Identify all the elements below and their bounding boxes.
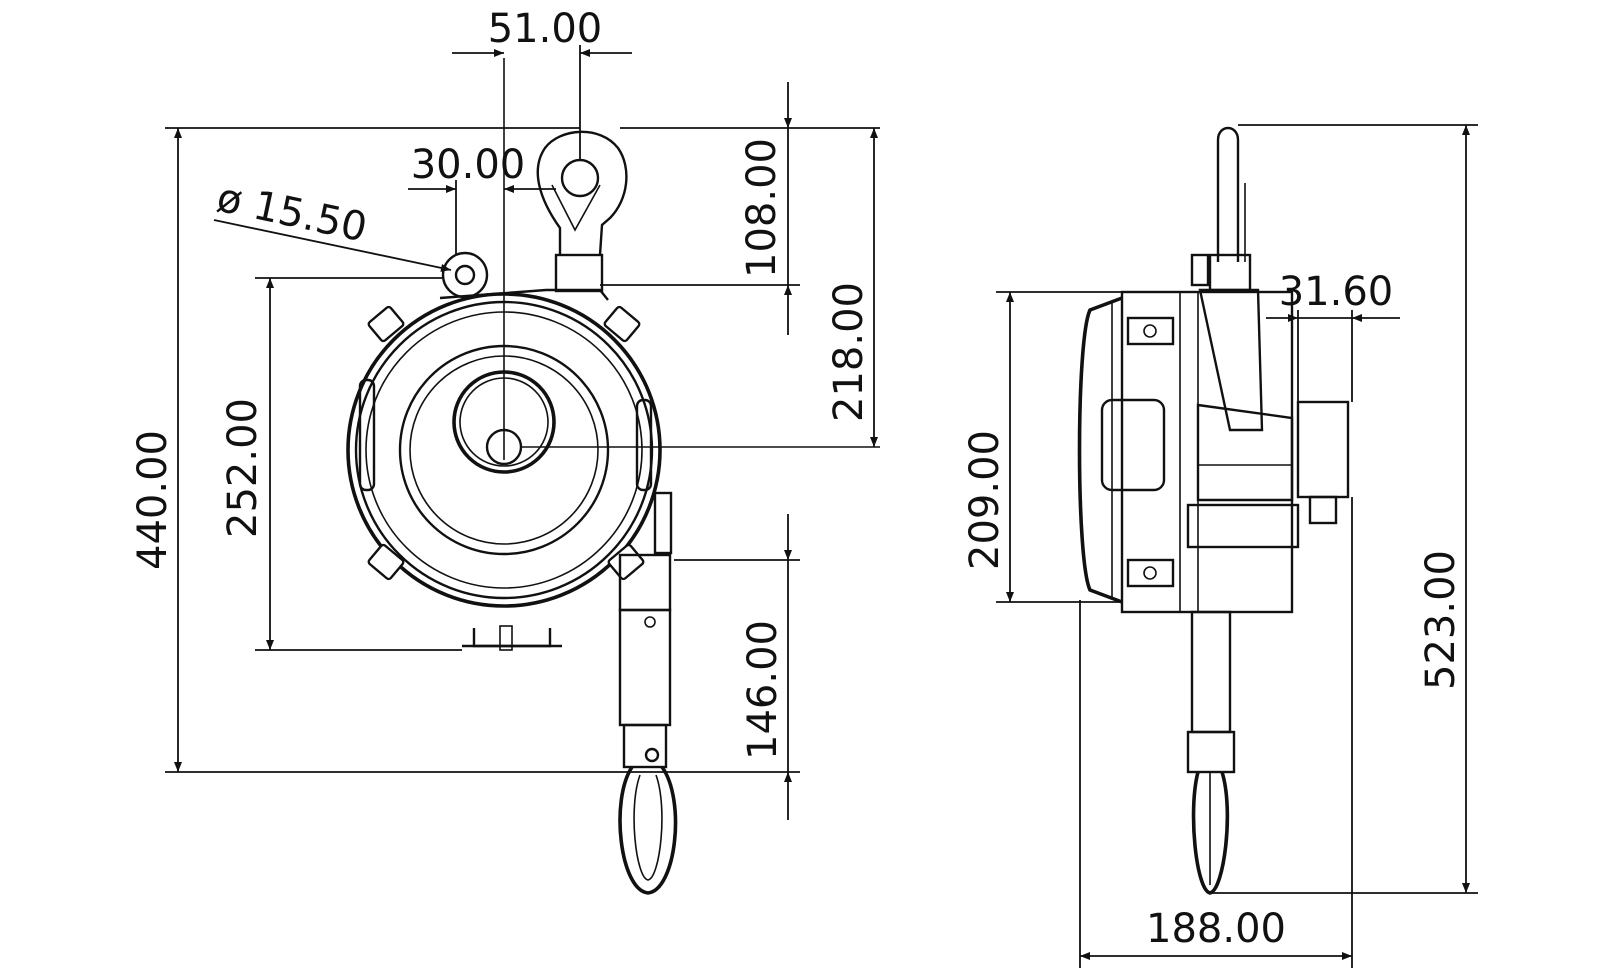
swivel-block — [554, 253, 604, 293]
side-lower-clip — [1126, 558, 1175, 588]
dim-51: 51.00 — [452, 6, 632, 160]
side-cable-clamp — [1186, 730, 1236, 774]
dim-188: 188.00 — [1079, 497, 1353, 968]
snap-hook-inner — [633, 774, 663, 881]
dim-label-31-6: 31.60 — [1279, 269, 1394, 315]
dim-label-252: 252.00 — [220, 398, 266, 538]
dim-label-146: 146.00 — [740, 620, 786, 760]
bottom-bracket-tab — [499, 625, 513, 651]
side-gear-block — [1196, 403, 1294, 502]
clamp-screw — [644, 747, 660, 763]
side-cable-tube — [1190, 610, 1232, 734]
clip-bottom-left — [367, 543, 405, 581]
dim-440: 440.00 — [130, 127, 800, 773]
front-center-lines — [503, 58, 880, 460]
cable-guide-pin — [644, 616, 656, 628]
side-lower-clip-hole — [1143, 566, 1157, 580]
side-body — [1120, 290, 1294, 614]
side-view — [1077, 126, 1350, 895]
mount-hole — [454, 264, 476, 286]
cable-guide-tube — [618, 608, 672, 727]
dim-label-209: 209.00 — [962, 430, 1008, 570]
side-lock-housing — [1296, 400, 1350, 499]
front-view — [346, 130, 678, 895]
dim-label-523: 523.00 — [1418, 550, 1464, 690]
dim-252: 252.00 — [220, 277, 462, 651]
dim-label-218: 218.00 — [826, 282, 872, 422]
dim-label-188: 188.00 — [1146, 906, 1286, 952]
side-hook — [1216, 126, 1240, 262]
dim-30: 30.00 — [408, 142, 556, 255]
left-slot — [358, 378, 376, 492]
clip-top-left — [367, 305, 405, 343]
side-hook-stud — [1190, 253, 1210, 287]
side-mid-block — [1100, 398, 1166, 492]
side-swivel — [1208, 253, 1252, 292]
hook-latch — [551, 184, 601, 232]
side-lock-knob — [1308, 495, 1338, 525]
dim-label-440: 440.00 — [130, 430, 176, 570]
dim-label-51: 51.00 — [488, 6, 603, 52]
dim-523: 523.00 — [1210, 124, 1478, 894]
clip-bottom-right — [607, 543, 645, 581]
right-slot — [635, 398, 653, 492]
dim-label-108: 108.00 — [739, 138, 785, 278]
side-upper-clip-hole — [1143, 324, 1157, 338]
snap-hook — [618, 765, 678, 895]
mount-hole-boss — [441, 251, 489, 299]
side-top-arm — [1198, 288, 1264, 432]
side-upper-clip — [1126, 316, 1175, 346]
dim-218: 218.00 — [826, 128, 878, 447]
dim-209: 209.00 — [962, 291, 1122, 603]
dim-108: 108.00 — [600, 82, 880, 335]
dim-31-6: 31.60 — [1266, 269, 1400, 402]
hook-body — [536, 130, 628, 256]
cable-end-clamp — [622, 723, 668, 769]
clip-top-right — [603, 305, 641, 343]
side-cover — [1077, 296, 1123, 604]
dim-146: 146.00 — [674, 514, 800, 820]
dim-label-diameter: ø 15.50 — [213, 175, 371, 252]
cable-outlet — [653, 491, 673, 555]
dim-label-30: 30.00 — [411, 142, 526, 188]
hook-eye — [560, 158, 600, 198]
side-lower-block — [1186, 503, 1300, 549]
